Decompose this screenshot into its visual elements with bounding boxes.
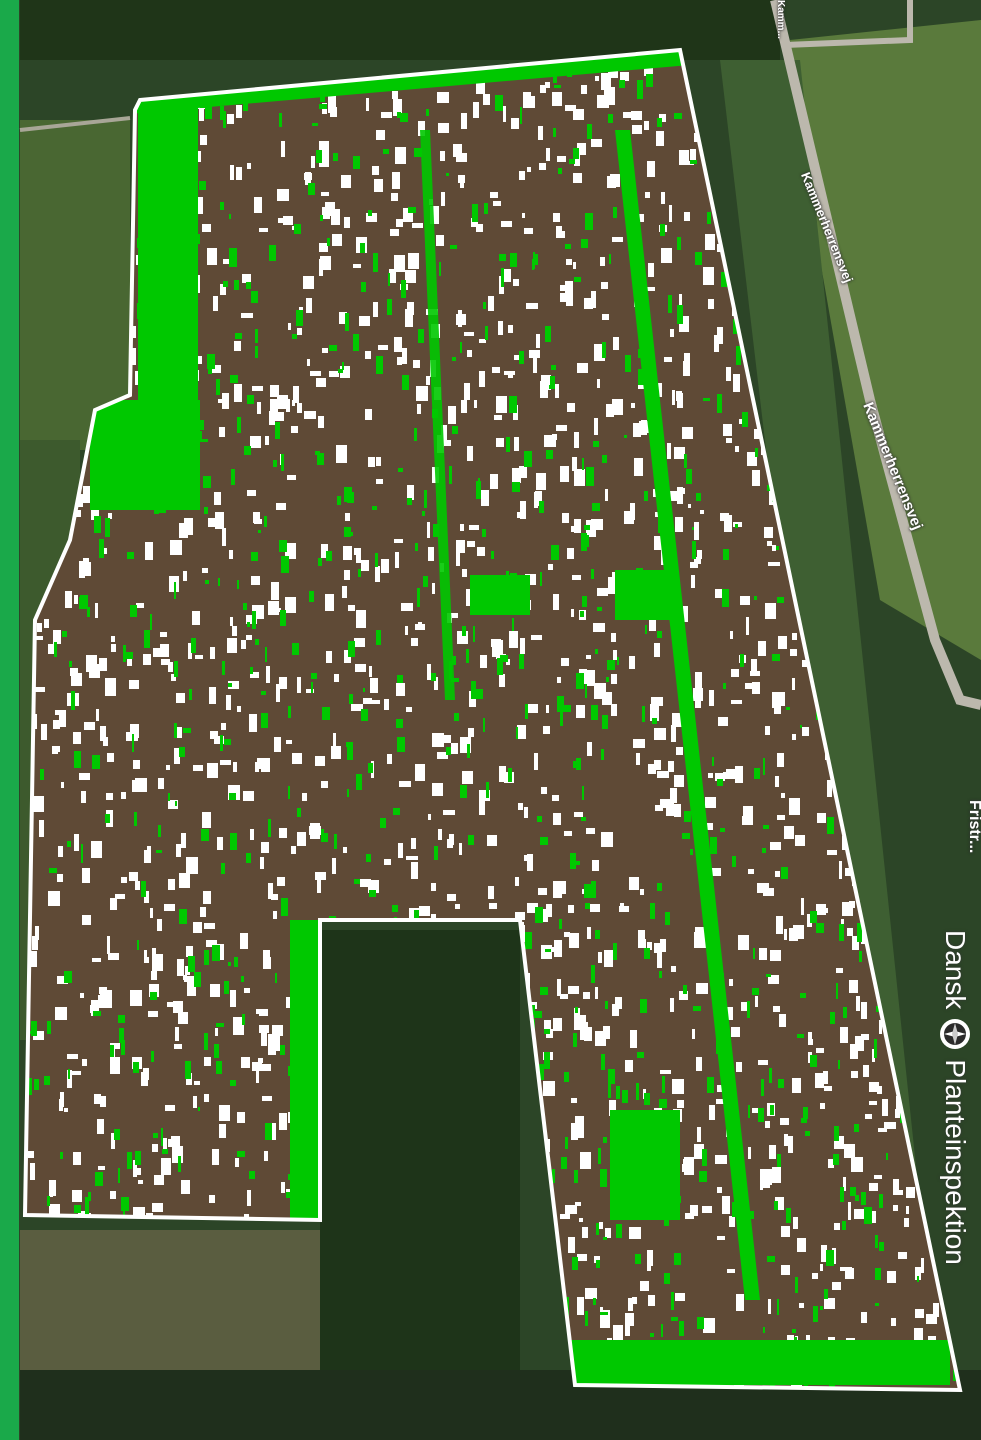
watermark: Dansk Planteinspektion <box>938 930 972 1265</box>
field-boundary <box>22 47 963 1393</box>
watermark-word-dansk: Dansk <box>940 930 971 1010</box>
road-label: Kamm... <box>775 0 786 39</box>
road-kammerherrensvej <box>770 0 981 710</box>
planteinspektion-logo-icon <box>940 1019 970 1050</box>
left-accent-strip <box>0 0 19 1440</box>
watermark-word-planteinspektion: Planteinspektion <box>940 1059 971 1265</box>
road-label: Fristr... <box>966 800 981 854</box>
forest-patch <box>320 930 520 1370</box>
